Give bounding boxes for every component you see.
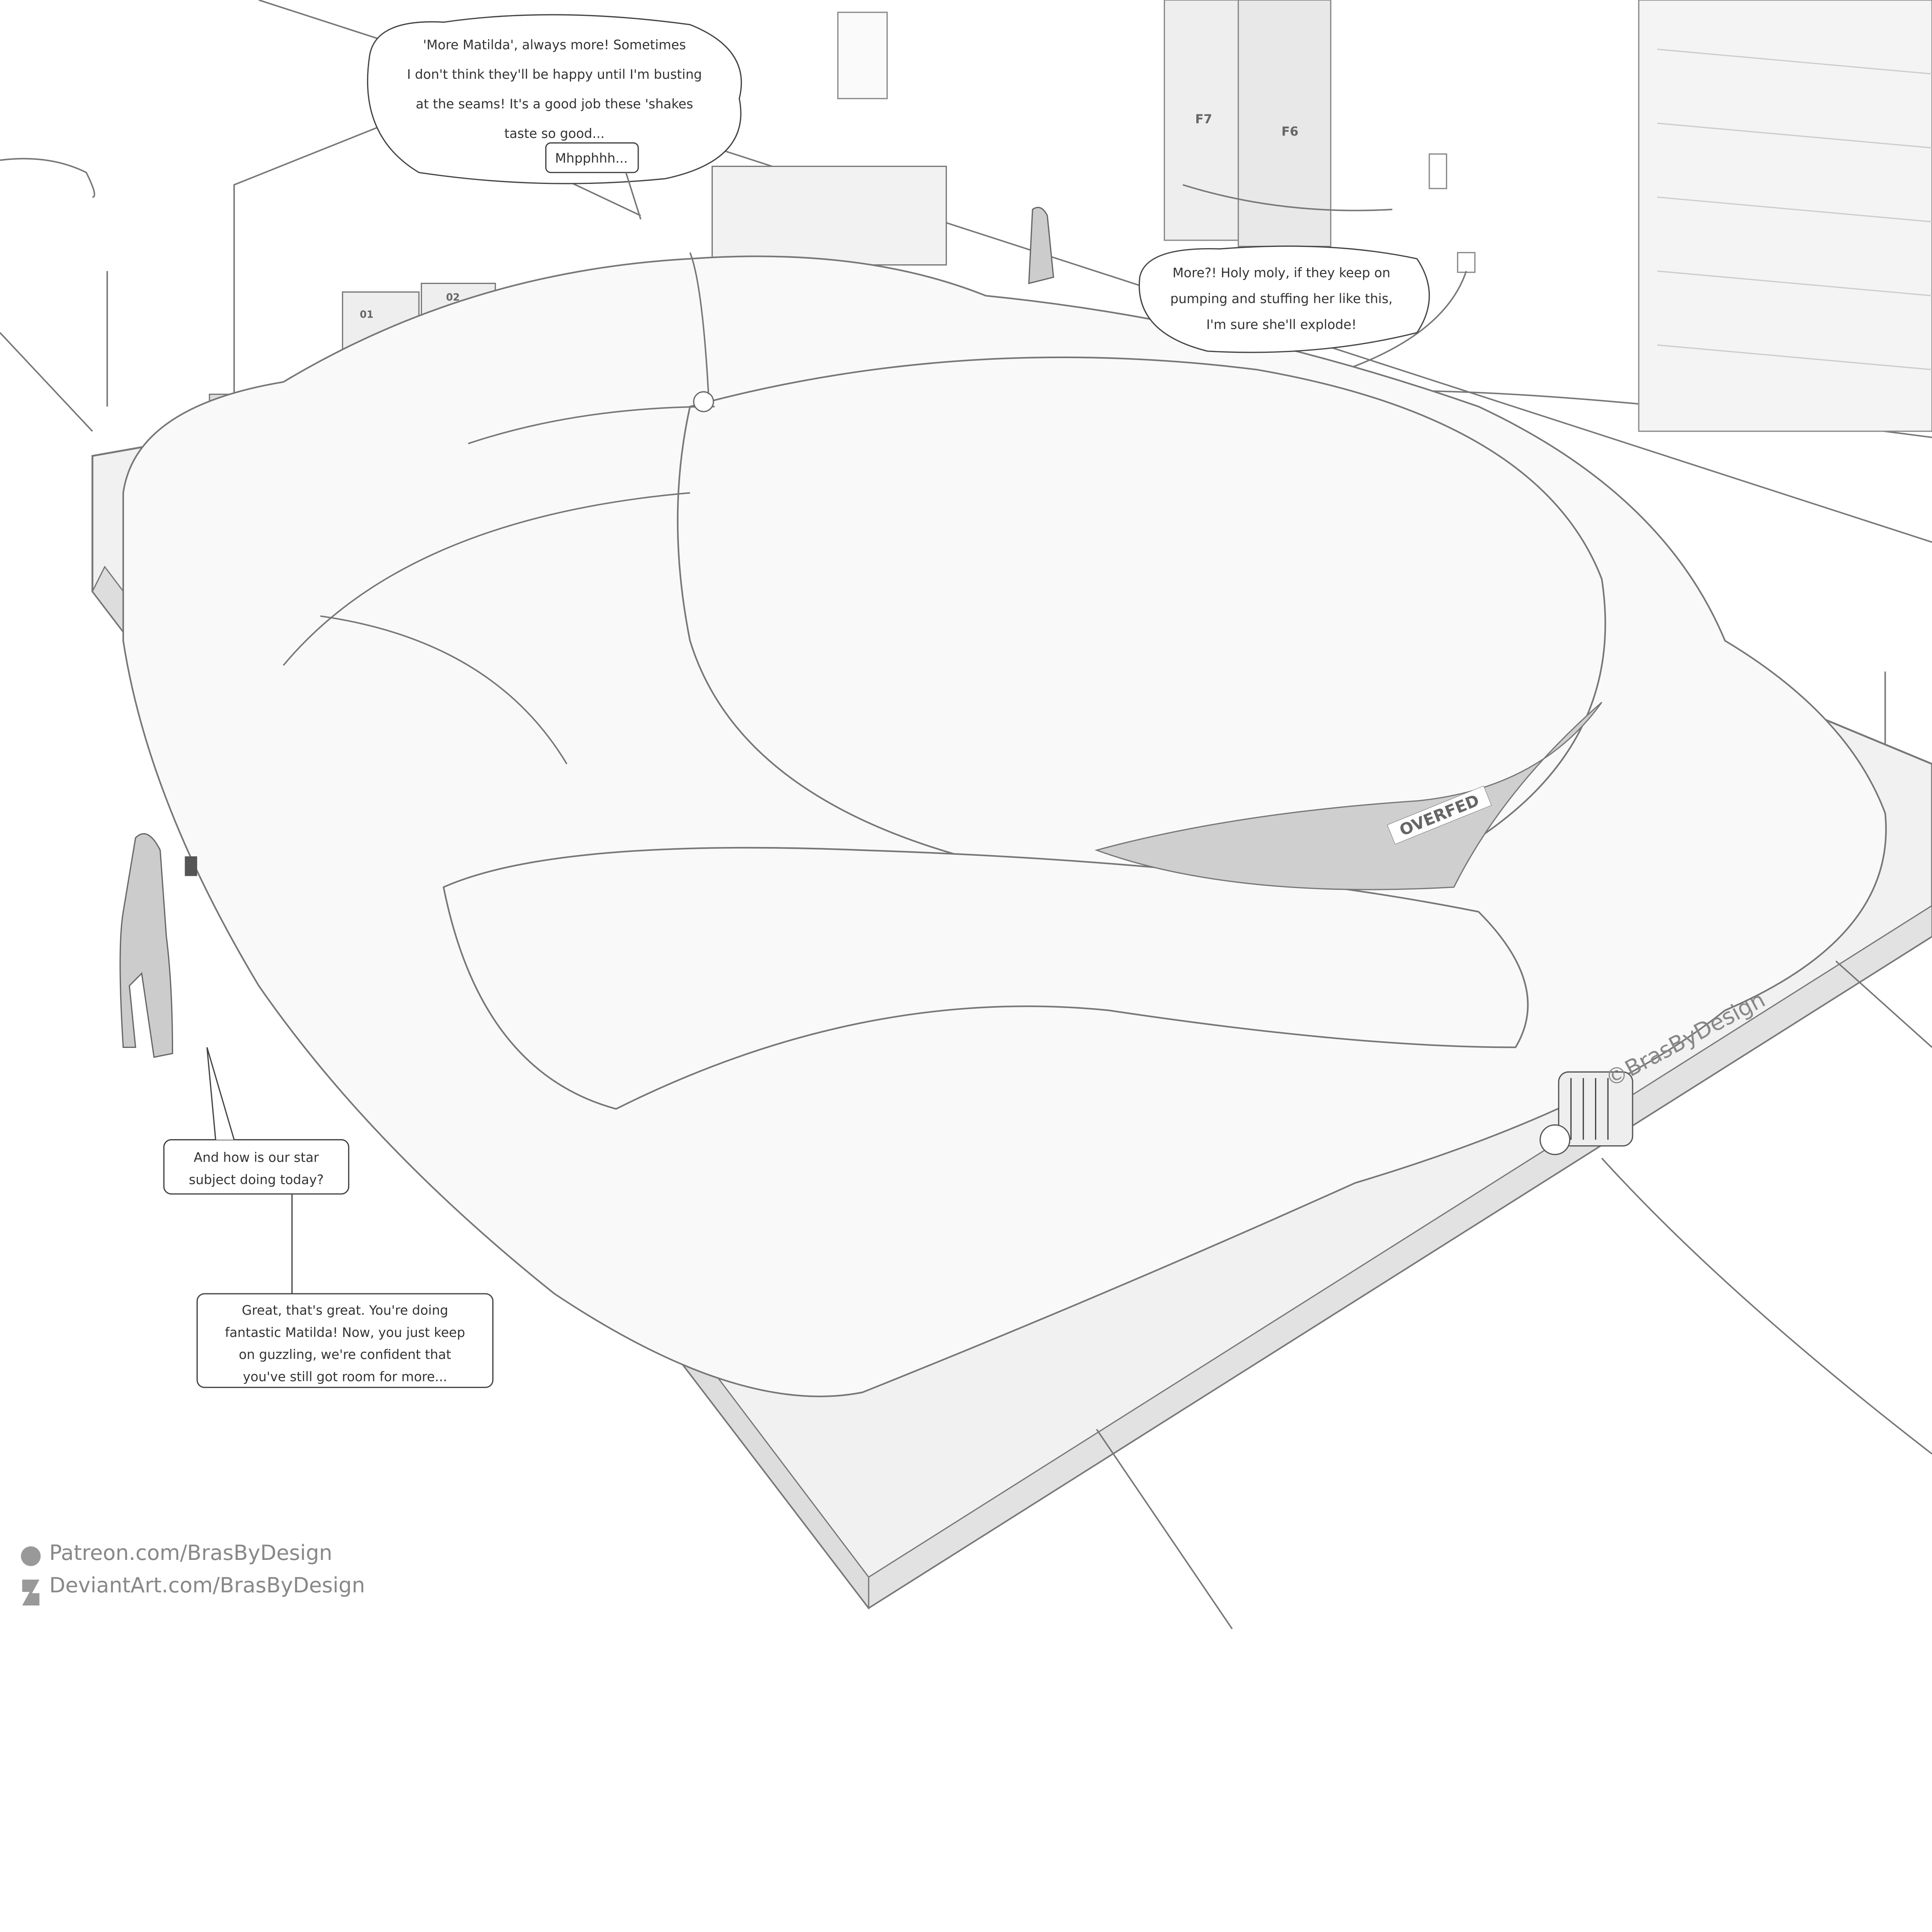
- svg-text:I'm sure she'll explode!: I'm sure she'll explode!: [1206, 317, 1357, 332]
- svg-text:And how is our star: And how is our star: [194, 1150, 319, 1165]
- inflated-figure: [122, 252, 1887, 1398]
- technician: [1028, 207, 1054, 284]
- svg-text:fantastic Matilda! Now, you ju: fantastic Matilda! Now, you just keep: [225, 1325, 465, 1340]
- control-cabin: [711, 165, 947, 266]
- patreon-credit: Patreon.com/BrasByDesign: [49, 1540, 333, 1565]
- svg-text:More?! Holy moly, if they keep: More?! Holy moly, if they keep on: [1172, 265, 1390, 280]
- svg-text:taste so good...: taste so good...: [504, 126, 604, 141]
- svg-text:Great, that's great. You're do: Great, that's great. You're doing: [242, 1303, 448, 1318]
- speech-bubble-scientist-question: And how is our star subject doing today?: [163, 1047, 350, 1294]
- svg-text:'More Matilda', always more! S: 'More Matilda', always more! Sometimes: [423, 37, 686, 53]
- deviantart-icon: [22, 1579, 40, 1605]
- svg-text:I don't think they'll be happy: I don't think they'll be happy until I'm…: [407, 67, 702, 82]
- svg-text:you've still got room for more: you've still got room for more...: [243, 1369, 447, 1384]
- wall-outlet: [1457, 252, 1476, 273]
- deviantart-credit: DeviantArt.com/BrasByDesign: [49, 1573, 365, 1598]
- hangar-shutter: [1638, 0, 1932, 432]
- barrel-01-label: 01: [360, 309, 374, 321]
- speech-bubble-technician-top: 'More Matilda', always more! Sometimes I…: [367, 14, 742, 184]
- illustration-stage: F7 F6: [0, 0, 1932, 1629]
- svg-text:Mhpphhh...: Mhpphhh...: [555, 151, 628, 166]
- svg-text:at the seams! It's a good job: at the seams! It's a good job these 'sha…: [416, 97, 693, 112]
- barrel-02-label: 02: [446, 292, 460, 303]
- head: [693, 391, 714, 412]
- door: [837, 12, 888, 99]
- patreon-icon: [21, 1546, 41, 1566]
- hangar-background: F7 F6: [0, 0, 1932, 543]
- tank-f7: [1163, 0, 1239, 241]
- wall-switch: [1429, 153, 1447, 189]
- tank-f6: [1238, 0, 1332, 247]
- scientist: [119, 833, 197, 1058]
- speech-bubble-technician-right: More?! Holy moly, if they keep on pumpin…: [1138, 245, 1430, 353]
- illustration: F7 F6: [0, 0, 1932, 1629]
- svg-text:on guzzling, we're confident t: on guzzling, we're confident that: [239, 1347, 451, 1362]
- speech-bubble-subject: Mhpphhh...: [545, 142, 641, 220]
- winch-spool: [1539, 1071, 1932, 1455]
- tank-f6-label: F6: [1281, 124, 1298, 139]
- svg-text:subject doing today?: subject doing today?: [189, 1172, 324, 1187]
- svg-text:pumping and stuffing her like: pumping and stuffing her like this,: [1170, 291, 1393, 306]
- speech-bubble-scientist-answer: Great, that's great. You're doing fantas…: [196, 1293, 494, 1388]
- tank-f7-label: F7: [1195, 112, 1212, 126]
- tablet: [185, 856, 197, 876]
